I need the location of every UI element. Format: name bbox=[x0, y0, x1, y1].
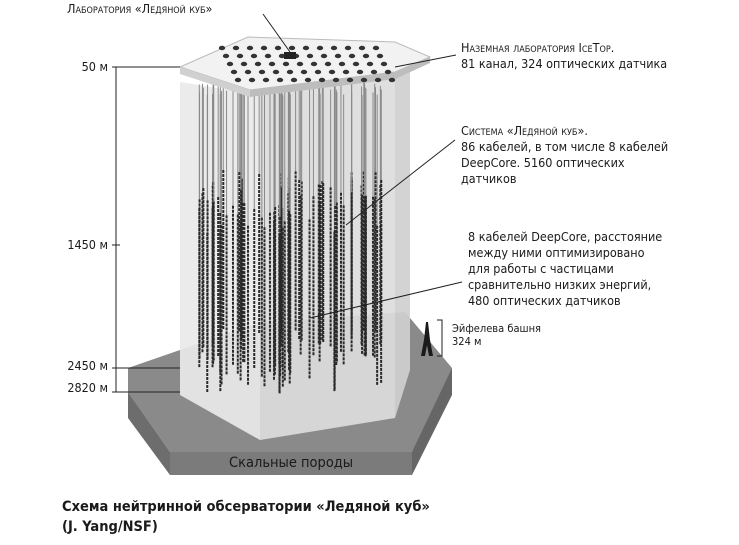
surface-hole bbox=[274, 45, 282, 51]
surface-hole bbox=[232, 45, 240, 51]
eiffel-annotation: Эйфелева башня 324 м bbox=[452, 322, 541, 348]
surface-hole bbox=[276, 77, 284, 83]
leader-deepcore bbox=[309, 281, 463, 319]
surface-hole bbox=[286, 69, 294, 75]
surface-hole bbox=[332, 77, 340, 83]
depth-50: 50 м bbox=[81, 59, 108, 74]
surface-hole bbox=[346, 77, 354, 83]
depth-1450: 1450 м bbox=[67, 237, 108, 252]
surface-hole bbox=[218, 45, 226, 51]
surface-hole bbox=[358, 45, 366, 51]
surface-hole bbox=[342, 69, 350, 75]
depth-2820: 2820 м bbox=[67, 380, 108, 395]
surface-hole bbox=[360, 77, 368, 83]
surface-hole bbox=[324, 61, 332, 67]
surface-hole bbox=[300, 69, 308, 75]
surface-hole bbox=[318, 77, 326, 83]
surface-hole bbox=[372, 45, 380, 51]
surface-hole bbox=[302, 45, 310, 51]
leader-icetop bbox=[394, 54, 457, 68]
surface-hole bbox=[384, 69, 392, 75]
surface-hole bbox=[296, 61, 304, 67]
surface-hole bbox=[222, 53, 230, 59]
surface-hole bbox=[328, 69, 336, 75]
surface-hole bbox=[310, 61, 318, 67]
surface-hole bbox=[304, 77, 312, 83]
depth-2450: 2450 м bbox=[67, 358, 108, 373]
surface-hole bbox=[264, 53, 272, 59]
lab-title: Лаборатория «Ледяной куб» bbox=[67, 1, 213, 16]
surface-hole bbox=[306, 53, 314, 59]
bedrock-front bbox=[128, 392, 170, 475]
leader-lab bbox=[262, 13, 291, 53]
surface-hole bbox=[236, 53, 244, 59]
icecube-annotation: Система «Ледяной куб». 86 кабелей, в том… bbox=[461, 123, 669, 186]
lab-building bbox=[284, 52, 296, 59]
surface-hole bbox=[226, 61, 234, 67]
surface-platform-edge-right bbox=[250, 57, 430, 97]
surface-hole bbox=[330, 45, 338, 51]
cable-strings bbox=[198, 78, 383, 395]
surface-hole bbox=[268, 61, 276, 67]
surface-hole bbox=[258, 69, 266, 75]
surface-hole bbox=[314, 69, 322, 75]
deepcore-annotation: 8 кабелей DeepCore, расстояние между ним… bbox=[468, 229, 663, 308]
surface-hole bbox=[262, 77, 270, 83]
surface-hole bbox=[254, 61, 262, 67]
surface-hole bbox=[374, 77, 382, 83]
surface-hole bbox=[388, 77, 396, 83]
figure-caption: Схема нейтринной обсерватории «Ледяной к… bbox=[62, 499, 430, 535]
bracket-eiffel bbox=[437, 319, 443, 357]
surface-holes bbox=[218, 45, 396, 83]
depth-scale bbox=[112, 66, 180, 393]
surface-hole bbox=[250, 53, 258, 59]
icetop-annotation: Наземная лаборатория IceTop. 81 канал, 3… bbox=[461, 40, 668, 71]
surface-hole bbox=[376, 53, 384, 59]
leader-icecube bbox=[345, 139, 456, 226]
eiffel-tower-icon bbox=[421, 322, 433, 356]
surface-hole bbox=[362, 53, 370, 59]
surface-hole bbox=[344, 45, 352, 51]
surface-hole bbox=[240, 61, 248, 67]
surface-hole bbox=[366, 61, 374, 67]
surface-hole bbox=[234, 77, 242, 83]
surface-hole bbox=[244, 69, 252, 75]
surface-hole bbox=[352, 61, 360, 67]
surface-hole bbox=[316, 45, 324, 51]
rock-label: Скальные породы bbox=[229, 455, 354, 471]
bedrock-right-face bbox=[412, 368, 452, 475]
surface-hole bbox=[356, 69, 364, 75]
surface-hole bbox=[248, 77, 256, 83]
surface-hole bbox=[246, 45, 254, 51]
ice-prism-right-face bbox=[395, 58, 410, 418]
surface-hole bbox=[370, 69, 378, 75]
surface-hole bbox=[288, 45, 296, 51]
surface-hole bbox=[260, 45, 268, 51]
surface-hole bbox=[334, 53, 342, 59]
surface-hole bbox=[338, 61, 346, 67]
surface-hole bbox=[348, 53, 356, 59]
surface-platform-edge bbox=[180, 67, 250, 97]
bedrock-bottom-face bbox=[170, 452, 412, 475]
surface-hole bbox=[320, 53, 328, 59]
surface-hole bbox=[278, 53, 286, 59]
surface-hole bbox=[282, 61, 290, 67]
surface-hole bbox=[230, 69, 238, 75]
surface-hole bbox=[380, 61, 388, 67]
surface-hole bbox=[272, 69, 280, 75]
surface-hole bbox=[290, 77, 298, 83]
